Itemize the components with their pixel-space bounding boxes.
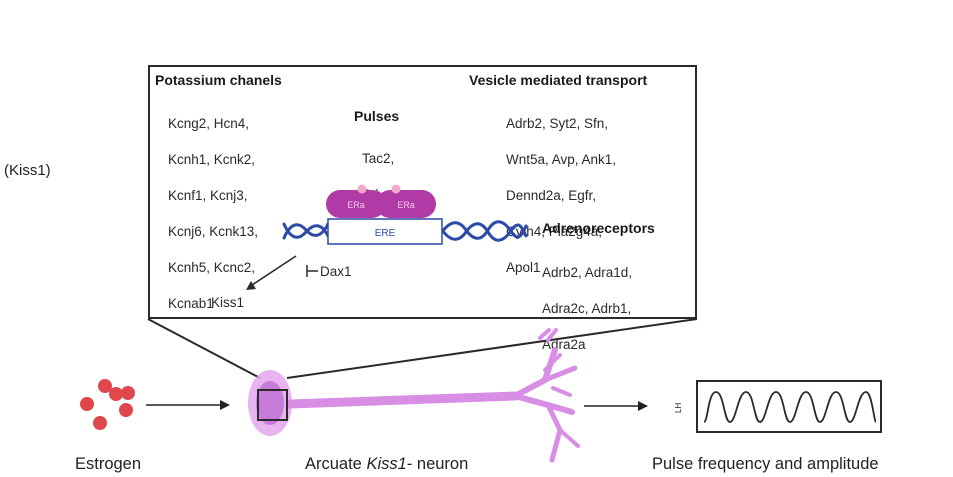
neuron-label-gene: Kiss1 <box>366 455 407 473</box>
gene-line: Dennd2a, Egfr, <box>506 188 597 203</box>
soma-zoom-box <box>257 389 288 421</box>
era-receptor-right <box>376 190 436 218</box>
era-label-left: ERa <box>347 200 365 210</box>
kiss1-arrow <box>251 255 297 286</box>
potassium-heading: Potassium chanels <box>155 72 282 88</box>
side-label: (Kiss1) <box>4 162 51 179</box>
lh-axis-label: LH <box>674 403 683 413</box>
estrogen-label: Estrogen <box>75 455 142 473</box>
gene-line: Adrb2, Syt2, Sfn, <box>506 116 609 131</box>
estrogen-dot-left <box>357 184 367 194</box>
gene-line: Kcng2, Hcn4, <box>168 116 250 131</box>
gene-line: Wnt5a, Avp, Ank1, <box>506 152 617 167</box>
vesicle-gene-list: Adrb2, Syt2, Sfn, Wnt5a, Avp, Ank1, Denn… <box>506 97 616 295</box>
dax1-label: Dax1 <box>320 264 352 279</box>
lh-pulse-trace <box>703 391 877 423</box>
vesicle-heading: Vesicle mediated transport <box>469 72 648 88</box>
neuron-label: Arcuate Kiss1- neuron <box>305 455 468 474</box>
gene-line: Kcnh5, Kcnc2, <box>168 260 256 275</box>
kiss1-label: Kiss1 <box>211 295 245 310</box>
neuron-label-suffix: - neuron <box>406 455 469 473</box>
estrogen-dot-right <box>391 184 401 194</box>
output-arrowhead <box>638 401 648 411</box>
gene-line: Adra2c, Adrb1, <box>542 301 632 316</box>
estrogen-arrowhead <box>220 400 230 410</box>
neuron-label-prefix: Arcuate <box>305 455 367 473</box>
gene-line: Kcnj6, Kcnk13, <box>168 224 259 239</box>
gene-line: Kcnab1 <box>168 296 214 311</box>
gene-line: Apol1 <box>506 260 541 275</box>
dna-helix-right <box>440 220 528 242</box>
zoom-line-right <box>286 318 698 379</box>
ere-label: ERE <box>375 228 396 239</box>
dna-helix-left <box>282 222 330 240</box>
ere-element <box>327 218 443 245</box>
gene-line: Kcnf1, Kcnj3, <box>168 188 248 203</box>
kiss1-arrowhead <box>246 281 256 290</box>
zoom-line-left <box>147 318 261 379</box>
estrogen-molecules <box>80 379 135 430</box>
era-receptor-left <box>326 190 386 218</box>
potassium-gene-list: Kcng2, Hcn4, Kcnh1, Kcnk2, Kcnf1, Kcnj3,… <box>168 97 258 331</box>
era-label-right: ERa <box>397 200 415 210</box>
gene-line: Adrb2, Adra1d, <box>542 265 633 280</box>
pulses-heading: Pulses <box>354 108 400 124</box>
adreno-heading: Adrenoreceptors <box>542 220 655 236</box>
gene-line: Kcnh1, Kcnk2, <box>168 152 256 167</box>
gene-line: Tac2, <box>362 151 395 166</box>
lh-pulse-box <box>696 380 882 433</box>
pulse-label: Pulse frequency and amplitude <box>652 455 879 473</box>
kiss1-neuron <box>248 328 580 463</box>
